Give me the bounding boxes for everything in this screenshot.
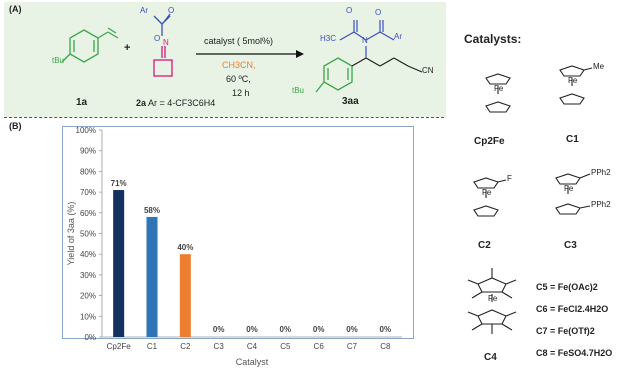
- solvent-condition: CH3CN,: [222, 60, 256, 70]
- c3-metal: Fe: [564, 184, 574, 193]
- bar-c2: [179, 254, 191, 337]
- reactant-2a-structure: [153, 13, 171, 36]
- time-condition: 12 h: [232, 88, 250, 98]
- x-tick-label: C1: [147, 342, 158, 351]
- c2-label: C2: [478, 240, 491, 251]
- reactant-1a-label: 1a: [76, 97, 88, 108]
- plus-sign: +: [124, 42, 131, 54]
- reactant-1a-structure: [61, 27, 119, 63]
- c1-substituent: Me: [593, 62, 605, 71]
- c3-substituent-top: PPh2: [591, 168, 611, 177]
- x-tick-label: C4: [247, 342, 258, 351]
- data-label: 58%: [144, 206, 160, 215]
- panel-a-label: (A): [9, 4, 22, 14]
- reactant-2a-number: 2a: [136, 98, 147, 108]
- atom-label-o1: O: [168, 6, 175, 15]
- c2-substituent: F: [507, 174, 512, 183]
- c1-structure: [559, 65, 593, 105]
- cp2fe-structure: [485, 73, 511, 113]
- data-label: 0%: [346, 325, 358, 334]
- y-tick-label: 0%: [84, 333, 96, 342]
- c4-metal: Fe: [488, 294, 498, 303]
- temperature-condition: 60 ºC,: [226, 74, 251, 84]
- c4-structure: [467, 268, 517, 334]
- c3-label: C3: [564, 240, 577, 251]
- bar-cp2fe: [113, 190, 125, 337]
- bar-c1: [146, 216, 158, 337]
- atom-label-h3c: H3C: [320, 34, 337, 43]
- data-label: 40%: [177, 243, 193, 252]
- yield-bar-chart: 0% 10% 20% 30% 40% 50% 60% 70% 80% 90% 100% 71% Cp2F…: [66, 126, 402, 367]
- data-label: 0%: [380, 325, 392, 334]
- y-tick-label: 90%: [80, 147, 96, 156]
- c2-metal: Fe: [482, 188, 492, 197]
- data-label: 0%: [246, 325, 258, 334]
- atom-label-ar-product: Ar: [394, 32, 402, 41]
- c2-structure: [473, 177, 507, 217]
- ar-definition: Ar = 4-CF3C6H4: [148, 98, 216, 108]
- panel-divider: [4, 117, 444, 118]
- atom-label-n1: N: [163, 38, 169, 47]
- x-tick-label: C7: [347, 342, 358, 351]
- catalyst-condition: catalyst ( 5mol%): [204, 36, 274, 46]
- catalyst-structures: [467, 65, 593, 334]
- y-axis-title: Yield of 3aa (%): [66, 202, 76, 266]
- data-label: 0%: [213, 325, 225, 334]
- product-label: 3aa: [342, 96, 359, 107]
- data-label: 0%: [280, 325, 292, 334]
- reaction-scheme-panel: [4, 2, 446, 117]
- y-tick-label: 70%: [80, 188, 96, 197]
- y-tick-label: 20%: [80, 292, 96, 301]
- product-3aa-structure: [315, 57, 353, 93]
- tbu-label-2: tBu: [292, 86, 305, 95]
- x-tick-label: C2: [180, 342, 191, 351]
- c3-structure: [555, 173, 591, 215]
- x-tick-label: C3: [214, 342, 225, 351]
- cp2fe-metal: Fe: [494, 84, 504, 93]
- y-tick-label: 40%: [80, 250, 96, 259]
- c7-definition: C7 = Fe(OTf)2: [536, 326, 595, 336]
- x-tick-label: C8: [380, 342, 391, 351]
- atom-label-cn: CN: [422, 66, 434, 75]
- product-imide: [339, 20, 395, 58]
- cyclobutane-ring: [153, 46, 173, 77]
- tbu-label-1: tBu: [52, 56, 65, 65]
- c6-definition: C6 = FeCl2.4H2O: [536, 304, 609, 314]
- product-chain: [351, 57, 423, 73]
- reactant-2a-label: 2a Ar = 4-CF3C6H4: [136, 98, 215, 108]
- atom-label-o2: O: [154, 34, 161, 43]
- y-tick-label: 50%: [80, 230, 96, 239]
- data-label: 71%: [111, 179, 127, 188]
- x-tick-label: Cp2Fe: [107, 342, 132, 351]
- x-tick-label: C5: [280, 342, 291, 351]
- atom-label-o4: O: [375, 8, 382, 17]
- atom-label-n2: N: [362, 36, 368, 45]
- y-tick-label: 30%: [80, 271, 96, 280]
- c4-label: C4: [484, 352, 497, 363]
- atom-label-o3: O: [346, 6, 353, 15]
- catalysts-title: Catalysts:: [464, 32, 522, 46]
- x-tick-label: C6: [314, 342, 325, 351]
- catalyst-panel: Catalysts:: [452, 2, 627, 371]
- y-tick-label: 60%: [80, 209, 96, 218]
- y-tick-label: 80%: [80, 167, 96, 176]
- data-label: 0%: [313, 325, 325, 334]
- atom-label-ar: Ar: [140, 6, 148, 15]
- x-axis-title: Catalyst: [236, 357, 269, 367]
- c1-metal: Fe: [568, 76, 578, 85]
- c1-label: C1: [566, 134, 579, 145]
- y-tick-label: 100%: [76, 126, 96, 135]
- y-tick-label: 10%: [80, 312, 96, 321]
- c3-substituent-bottom: PPh2: [591, 200, 611, 209]
- c5-definition: C5 = Fe(OAc)2: [536, 282, 598, 292]
- reaction-scheme-drawing: [61, 13, 423, 93]
- panel-b-label: (B): [9, 121, 22, 131]
- c8-definition: C8 = FeSO4.7H2O: [536, 348, 613, 358]
- cp2fe-label: Cp2Fe: [474, 136, 505, 147]
